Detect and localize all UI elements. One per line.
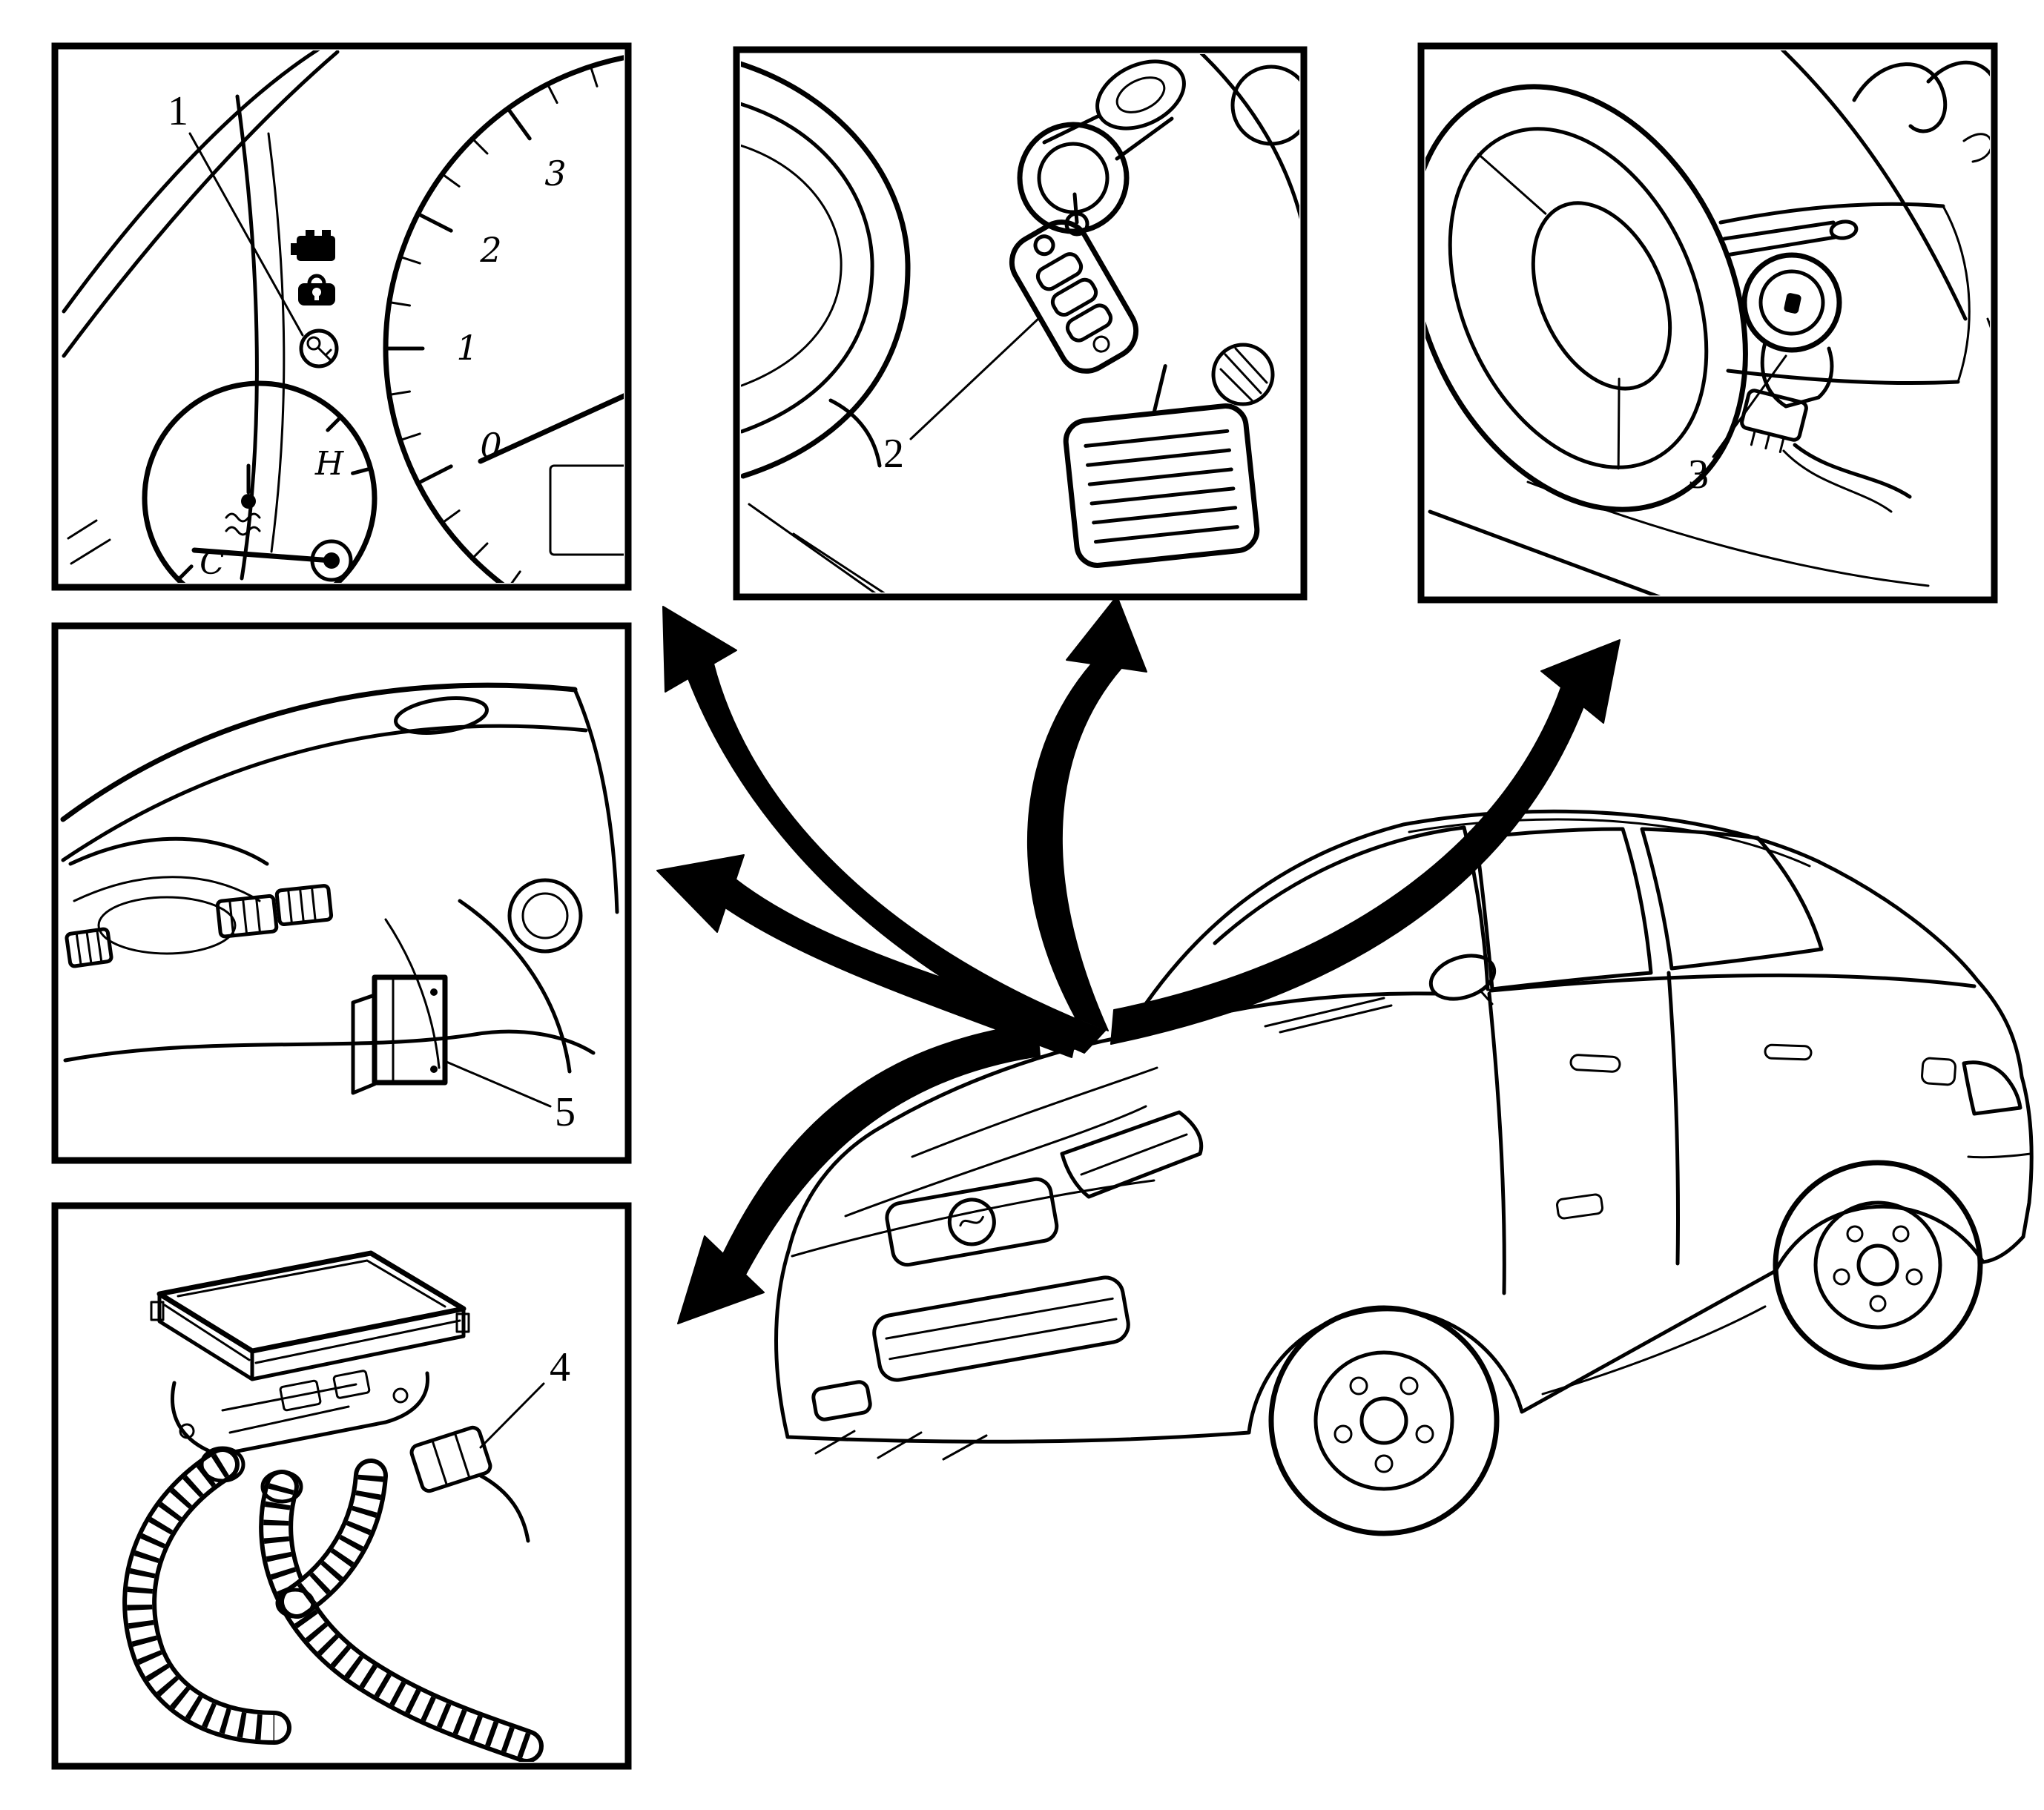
temp-needle bbox=[191, 547, 334, 564]
callout-4-label: 4 bbox=[550, 1344, 570, 1390]
arrow-to-steering-column bbox=[1110, 639, 1621, 1045]
front-door-window bbox=[1474, 827, 1653, 991]
engine-warning-icon bbox=[291, 230, 335, 261]
fender-vent bbox=[1556, 1193, 1603, 1220]
panel-ignition-key: 2 bbox=[733, 46, 1308, 601]
callout-4-leader bbox=[479, 1382, 545, 1449]
floor-grommet bbox=[1211, 343, 1275, 406]
grille bbox=[885, 1177, 1059, 1267]
theft-deterrent-module bbox=[351, 974, 448, 1095]
callout-3-leader bbox=[1712, 354, 1787, 458]
wiring-harness-tubes bbox=[122, 1446, 544, 1762]
harness-connector bbox=[409, 1425, 530, 1543]
column-connector bbox=[1740, 389, 1912, 513]
panel-dash-module: 5 bbox=[51, 622, 632, 1164]
fuel-door bbox=[1921, 1057, 1956, 1086]
front-wheel bbox=[1268, 1305, 1500, 1536]
door-speaker bbox=[507, 878, 583, 954]
key-fob bbox=[1009, 192, 1139, 374]
tach-label: 2 bbox=[479, 230, 501, 270]
callout-3-label: 3 bbox=[1688, 452, 1709, 498]
vehicle-illustration bbox=[774, 809, 2034, 1536]
rear-door-window bbox=[1640, 827, 1824, 971]
tachometer-dial: 3 2 1 0 bbox=[383, 55, 624, 583]
temp-hot-label: H bbox=[314, 445, 345, 483]
key-indicator-icon bbox=[299, 328, 339, 369]
panel-frame bbox=[1417, 42, 1998, 604]
rear-door-handle bbox=[1764, 1043, 1813, 1061]
panel-frame bbox=[51, 42, 632, 591]
panel-frame bbox=[51, 622, 632, 1164]
brand-badge-icon bbox=[947, 1198, 996, 1246]
wiper-blade bbox=[1264, 997, 1385, 1028]
center-air-vents bbox=[215, 884, 334, 939]
defroster-vent bbox=[394, 696, 489, 735]
ignition-switch bbox=[1017, 59, 1186, 234]
rear-wheel bbox=[1773, 1160, 1983, 1370]
temperature-gauge: H C bbox=[142, 380, 378, 583]
panel-fuse-block: 4 bbox=[51, 1202, 632, 1770]
panel-frame bbox=[733, 46, 1308, 601]
odometer-display bbox=[549, 464, 624, 556]
callout-5-leader bbox=[445, 1060, 552, 1108]
vehicle-security-icon bbox=[298, 274, 335, 305]
tilt-lever bbox=[828, 398, 882, 468]
tach-needle bbox=[478, 393, 624, 464]
steering-wheel bbox=[1425, 84, 1748, 512]
arrow-to-ignition-key bbox=[1026, 595, 1147, 1031]
pedal bbox=[1063, 364, 1260, 568]
fuse-box bbox=[150, 1250, 470, 1412]
arrow-to-dash-module bbox=[656, 854, 1080, 1058]
callout-5-label: 5 bbox=[555, 1089, 576, 1135]
ignition-lock-cylinder-ring bbox=[1741, 252, 1842, 409]
front-bumper bbox=[872, 1275, 1130, 1382]
fog-lamp bbox=[811, 1380, 872, 1421]
panel-steering-column: 3 bbox=[1417, 42, 1998, 604]
tach-label: 3 bbox=[544, 153, 566, 194]
callout-1-leader bbox=[188, 132, 304, 337]
side-mirror bbox=[1428, 954, 1497, 1001]
coolant-temperature-icon bbox=[225, 463, 261, 536]
arrow-to-instrument-cluster bbox=[662, 606, 1106, 1054]
arrow-to-fuse-block bbox=[677, 1023, 1041, 1324]
callout-arrows bbox=[656, 595, 1621, 1324]
callout-2-label: 2 bbox=[883, 431, 904, 477]
callout-1-label: 1 bbox=[168, 88, 188, 134]
callout-2-leader bbox=[909, 316, 1041, 440]
front-door-handle bbox=[1569, 1054, 1621, 1073]
tach-label: 1 bbox=[456, 328, 478, 368]
tail-lamp bbox=[1962, 1060, 2022, 1116]
side-air-vent bbox=[65, 927, 113, 968]
headlamp bbox=[1060, 1110, 1204, 1199]
panel-instrument-cluster: 3 2 1 0 bbox=[51, 42, 632, 591]
panel-frame bbox=[51, 1202, 632, 1770]
